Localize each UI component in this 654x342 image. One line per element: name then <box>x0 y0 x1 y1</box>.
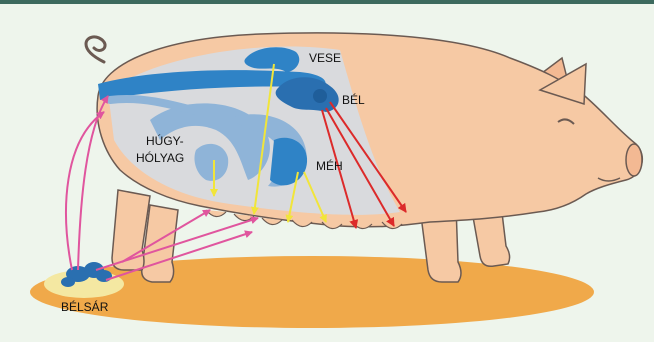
label-hugyholyag-line1: HÚGY- <box>146 133 184 148</box>
arrow-pink-1 <box>66 112 104 270</box>
label-belsar: BÉLSÁR <box>61 299 109 314</box>
label-hugyholyag-line2: HÓLYAG <box>136 150 184 165</box>
label-meh: MÉH <box>316 158 343 173</box>
pig-tail <box>86 37 105 62</box>
pig-diagram: VESE BÉL HÚGY- HÓLYAG MÉH BÉLSÁR <box>0 4 654 342</box>
label-bel: BÉL <box>342 92 365 107</box>
pig-snout <box>626 144 642 176</box>
label-vese: VESE <box>309 51 341 65</box>
